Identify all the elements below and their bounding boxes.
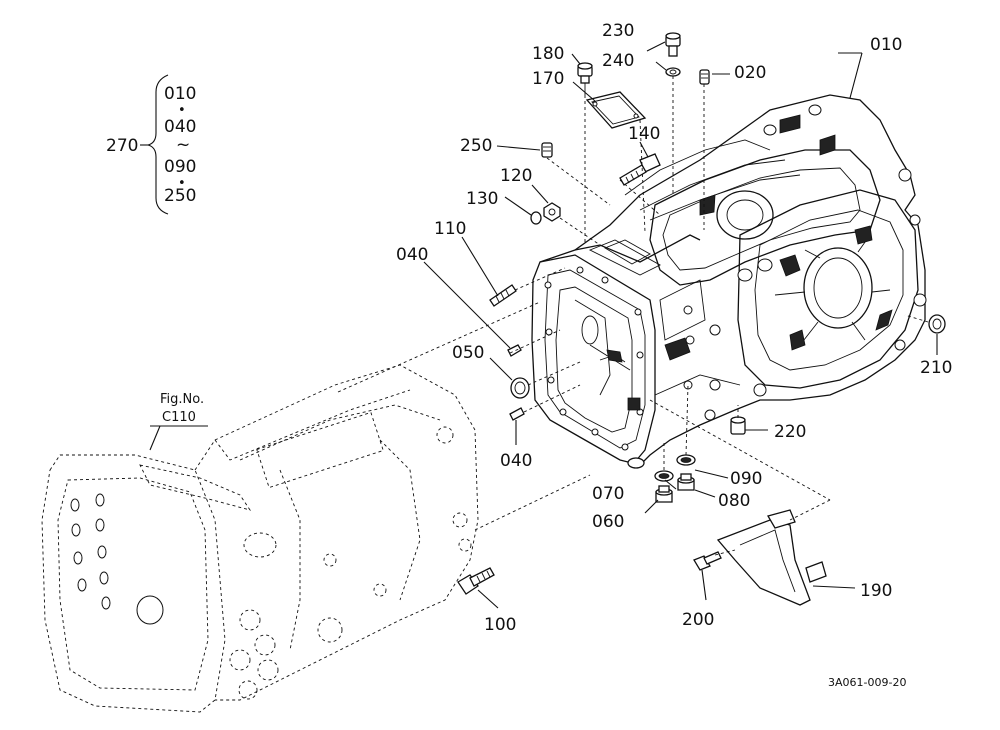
kit-bracket-270: 270 010 • 040 ~ 090 • 250: [106, 74, 196, 215]
plug-220: [730, 416, 746, 435]
washer-130: [530, 211, 542, 225]
callout-200: 200: [682, 610, 714, 630]
callout-090: 090: [730, 469, 762, 489]
case-side-bosses: [683, 104, 927, 421]
top-cover-plate-170: [585, 91, 647, 129]
callout-220: 220: [774, 422, 806, 442]
plug-210: [928, 314, 946, 334]
plug-250: [541, 142, 553, 158]
plug-060: [655, 485, 673, 503]
bolt-230: [665, 32, 681, 57]
fig-ref-line2: C110: [162, 410, 196, 425]
bell-bolt-holes: [70, 493, 164, 625]
figure-reference: Fig.No. C110: [149, 392, 208, 451]
callout-060: 060: [592, 512, 624, 532]
kit-separator-tilde: ~: [176, 135, 190, 155]
leader-lines: [423, 41, 938, 609]
stud-020: [699, 69, 710, 230]
callout-250: 250: [460, 136, 492, 156]
dowel-pin-040-upper: [507, 344, 522, 357]
dowel-pin-040-lower: [509, 407, 525, 421]
callout-070: 070: [592, 484, 624, 504]
callout-190: 190: [860, 581, 892, 601]
kit-separator-dot-2: •: [178, 176, 186, 191]
front-clutch-housing: [41, 364, 479, 713]
kit-item-010: 010: [164, 84, 196, 104]
callout-180: 180: [532, 44, 564, 64]
callout-040-upper: 040: [396, 245, 428, 265]
callout-170: 170: [532, 69, 564, 89]
kit-separator-dot-1: •: [178, 103, 186, 118]
kit-item-040: 040: [164, 117, 196, 137]
callout-230: 230: [602, 21, 634, 41]
kit-label: 270: [106, 136, 138, 156]
bolt-140: [619, 153, 661, 186]
callout-010: 010: [870, 35, 902, 55]
drawing-code: 3A061-009-20: [828, 676, 906, 689]
bolt-100: [457, 567, 495, 595]
callout-120: 120: [500, 166, 532, 186]
callout-050: 050: [452, 343, 484, 363]
assembly-lines: [337, 76, 929, 556]
callout-080: 080: [718, 491, 750, 511]
callout-210: 210: [920, 358, 952, 378]
kit-item-090: 090: [164, 157, 196, 177]
nut-120: [543, 202, 561, 222]
kit-item-250: 250: [164, 186, 196, 206]
washer-070: [654, 470, 674, 482]
callout-240: 240: [602, 51, 634, 71]
callout-100: 100: [484, 615, 516, 635]
callout-140: 140: [628, 124, 660, 144]
callout-110: 110: [434, 219, 466, 239]
callout-labels: 010 020 040 040 050 060 070 080 090 100 …: [396, 21, 952, 635]
stud-110: [489, 284, 517, 307]
transmission-case-010: [531, 94, 927, 469]
callout-130: 130: [466, 189, 498, 209]
plug-080: [677, 473, 695, 491]
front-housing-bosses: [229, 426, 472, 700]
plug-180: [577, 62, 593, 95]
guard-plate-190: [716, 509, 827, 606]
washer-090: [676, 454, 696, 466]
oil-seal-050: [510, 377, 530, 399]
fig-ref-line1: Fig.No.: [160, 392, 204, 407]
callout-020: 020: [734, 63, 766, 83]
washer-240: [665, 67, 681, 77]
callout-040-lower: 040: [500, 451, 532, 471]
